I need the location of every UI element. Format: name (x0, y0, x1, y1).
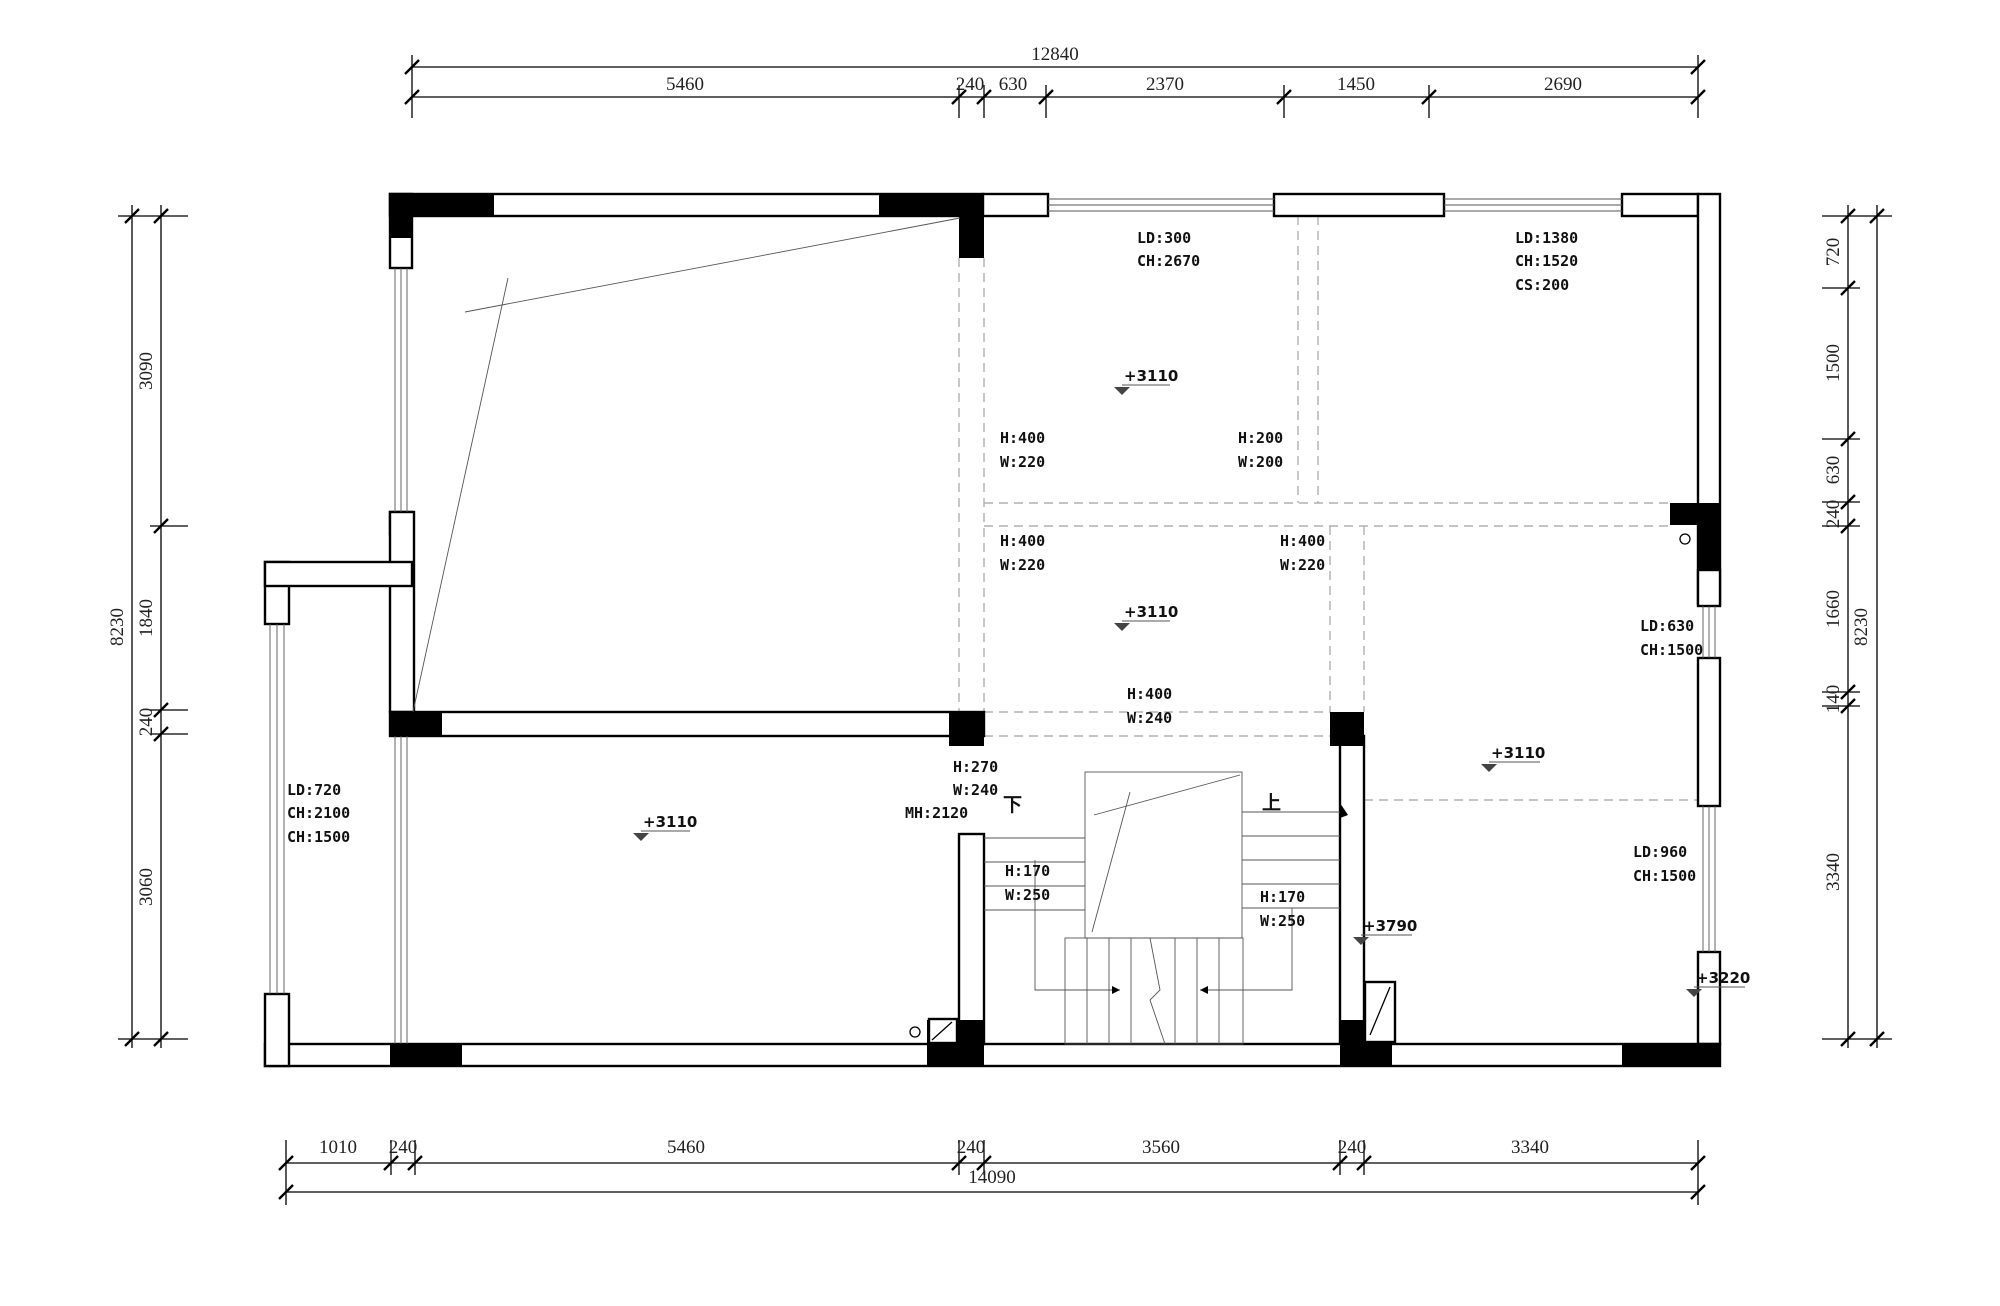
beam-note-f: H:270 W:240 MH:2120 (905, 758, 998, 822)
bottom-seg-4: 240 (957, 1137, 986, 1158)
note-line: W:200 (1238, 453, 1283, 471)
top-seg-5: 1450 (1337, 74, 1375, 95)
beam-note-a: H:400 W:220 (1000, 429, 1045, 471)
note-line: W:220 (1000, 453, 1045, 471)
note-line: LD:300 (1137, 229, 1191, 247)
window-note-right-lower: LD:960 CH:1500 (1633, 843, 1696, 885)
left-seg-1: 3090 (136, 352, 157, 390)
note-line: LD:720 (287, 781, 341, 799)
bottom-seg-3: 5460 (667, 1137, 705, 1158)
note-line: MH:2120 (905, 804, 968, 822)
beam-note-b: H:200 W:200 (1238, 429, 1283, 471)
top-seg-2: 240 (956, 74, 985, 95)
stair-note-left: H:170 W:250 (1005, 862, 1050, 904)
elevation-marker: +3110 (1114, 367, 1178, 395)
left-seg-4: 3060 (136, 868, 157, 906)
note-line: H:270 (953, 758, 998, 776)
note-line: W:240 (953, 781, 998, 799)
stair-note-right: H:170 W:250 (1260, 888, 1305, 930)
elevation-label: +3110 (1491, 744, 1545, 762)
note-line: CS:200 (1515, 276, 1569, 294)
bottom-seg-1: 1010 (319, 1137, 357, 1158)
top-seg-4: 2370 (1146, 74, 1184, 95)
right-seg-6: 140 (1823, 685, 1844, 714)
right-seg-4: 240 (1823, 500, 1844, 529)
right-seg-1: 720 (1823, 238, 1844, 267)
elevation-marker: +3220 (1686, 969, 1750, 997)
note-line: W:220 (1000, 556, 1045, 574)
left-total-label: 8230 (107, 608, 128, 646)
top-total-label: 12840 (1031, 44, 1079, 65)
elevation-marker: +3790 (1353, 917, 1417, 945)
window-note-top-middle: LD:300 CH:2670 (1137, 229, 1200, 270)
right-total-label: 8230 (1851, 608, 1872, 646)
top-seg-3: 630 (999, 74, 1028, 95)
beam-note-e: H:400 W:240 (1127, 685, 1172, 727)
stair-up-label: 上 (1262, 792, 1281, 814)
beam-lines (958, 216, 1698, 801)
window-note-right-upper: LD:630 CH:1500 (1640, 617, 1703, 659)
bottom-seg-5: 3560 (1142, 1137, 1180, 1158)
left-seg-2: 1840 (136, 599, 157, 637)
note-line: W:250 (1260, 912, 1305, 930)
note-line: H:400 (1127, 685, 1172, 703)
note-line: W:240 (1127, 709, 1172, 727)
top-dimension-chain: 12840 5460 240 630 2370 1450 2690 (404, 44, 1706, 118)
note-line: H:400 (1000, 429, 1045, 447)
note-line: CH:2670 (1137, 252, 1200, 270)
window-note-left: LD:720 CH:2100 CH:1500 (287, 781, 350, 846)
stair-down-label: 下 (1003, 794, 1022, 816)
elevation-markers: +3110 +3110 +3110 +3110 +3790 +3220 (633, 367, 1750, 997)
top-seg-1: 5460 (666, 74, 704, 95)
note-line: LD:630 (1640, 617, 1694, 635)
beam-note-d: H:400 W:220 (1280, 532, 1325, 574)
bottom-dimension-chain: 1010 240 5460 240 3560 240 3340 14090 (278, 1137, 1706, 1205)
note-line: H:170 (1260, 888, 1305, 906)
note-line: H:400 (1280, 532, 1325, 550)
right-dimension-chain: 720 1500 630 240 1660 140 3340 8230 (1822, 205, 1892, 1048)
note-line: CH:2100 (287, 804, 350, 822)
bottom-seg-2: 240 (389, 1137, 418, 1158)
elevation-label: +3220 (1696, 969, 1750, 987)
note-line: W:220 (1280, 556, 1325, 574)
elevation-marker: +3110 (1481, 744, 1545, 772)
elevation-label: +3110 (1124, 603, 1178, 621)
right-seg-7: 3340 (1823, 853, 1844, 891)
elevation-label: +3790 (1363, 917, 1417, 935)
elevation-marker: +3110 (1114, 603, 1178, 631)
note-line: CH:1500 (1633, 867, 1696, 885)
right-seg-5: 1660 (1823, 590, 1844, 628)
note-line: W:250 (1005, 886, 1050, 904)
annotations: LD:300 CH:2670 LD:1380 CH:1520 CS:200 H:… (287, 229, 1703, 930)
elevation-marker: +3110 (633, 813, 697, 841)
note-line: CH:1500 (287, 828, 350, 846)
note-line: H:400 (1000, 532, 1045, 550)
interior-details (412, 217, 1691, 1045)
right-seg-2: 1500 (1823, 344, 1844, 382)
note-line: H:170 (1005, 862, 1050, 880)
bottom-seg-7: 3340 (1511, 1137, 1549, 1158)
left-dimension-chain: 8230 3090 1840 240 3060 (107, 205, 188, 1048)
walls (263, 192, 1722, 1068)
elevation-label: +3110 (643, 813, 697, 831)
right-seg-3: 630 (1823, 456, 1844, 485)
note-line: CH:1500 (1640, 641, 1703, 659)
bottom-seg-6: 240 (1338, 1137, 1367, 1158)
note-line: H:200 (1238, 429, 1283, 447)
columns (390, 194, 1720, 1066)
bottom-total-label: 14090 (968, 1167, 1016, 1188)
elevation-label: +3110 (1124, 367, 1178, 385)
beam-note-c: H:400 W:220 (1000, 532, 1045, 574)
windows (269, 198, 1716, 1044)
note-line: CH:1520 (1515, 252, 1578, 270)
top-seg-6: 2690 (1544, 74, 1582, 95)
window-note-top-right: LD:1380 CH:1520 CS:200 (1515, 229, 1578, 294)
note-line: LD:1380 (1515, 229, 1578, 247)
note-line: LD:960 (1633, 843, 1687, 861)
left-seg-3: 240 (136, 708, 157, 737)
